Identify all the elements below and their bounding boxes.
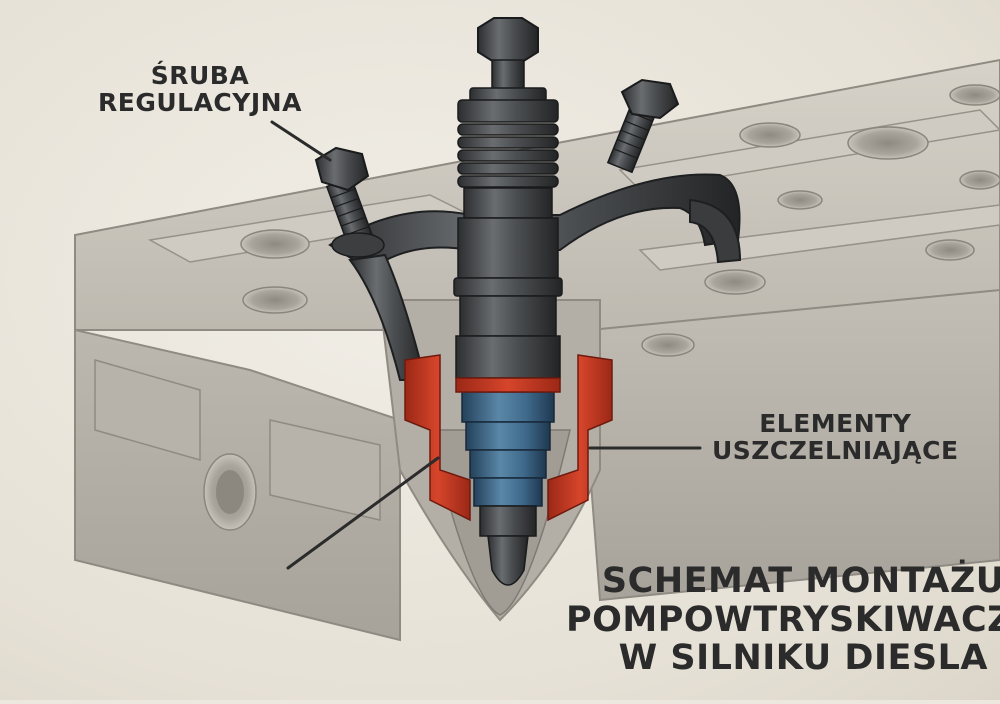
title-line-3: W SILNIKU DIESLA bbox=[618, 638, 988, 678]
leader-line-lower-seal bbox=[286, 456, 440, 570]
diagram-title: SCHEMAT MONTAŻU POMPOWTRYSKIWACZA W SILN… bbox=[566, 562, 1000, 678]
leader-line-adjust-screw bbox=[270, 120, 332, 162]
label-adjust-screw-line-2: REGULACYJNA bbox=[98, 88, 302, 117]
leader-lines bbox=[270, 120, 702, 570]
adjust-screw-left bbox=[314, 146, 385, 258]
adjust-screw-right bbox=[606, 78, 680, 174]
label-adjust-screw-line-1: ŚRUBA bbox=[150, 61, 250, 90]
label-adjust-screw: ŚRUBA REGULACYJNA bbox=[98, 62, 302, 116]
label-seals-line-1: ELEMENTY bbox=[759, 409, 912, 438]
label-sealing-elements: ELEMENTY USZCZELNIAJĄCE bbox=[712, 410, 959, 464]
label-seals-line-2: USZCZELNIAJĄCE bbox=[712, 436, 959, 465]
title-line-2: POMPOWTRYSKIWACZA bbox=[566, 599, 1000, 640]
unit-injector bbox=[453, 17, 563, 586]
sealing-elements bbox=[404, 354, 613, 522]
title-line-1: SCHEMAT MONTAŻU bbox=[601, 561, 1000, 601]
